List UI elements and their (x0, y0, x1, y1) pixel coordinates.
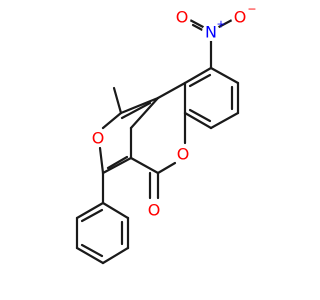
bond-cf3-to-cring-inner (106, 155, 129, 170)
bond-cf1-to-furan-o (101, 111, 123, 130)
bond-nitro-n-o-left-1 (188, 18, 207, 30)
bond-benz-c6-c1 (183, 66, 213, 85)
lactone-o-label: O (177, 145, 190, 164)
molecule-diagram: N + O O − O O O (75, 3, 257, 265)
bond-ca-to-cf1 (119, 96, 160, 115)
bond-c6-to-ca (156, 81, 187, 100)
bonds (75, 18, 240, 265)
bond-ph-1-2 (101, 201, 130, 220)
bond-lactone-o-to-carbonyl-c (156, 161, 177, 175)
carbonyl-o-label: O (148, 201, 161, 220)
nitro-o-left-label: O (176, 8, 189, 27)
bond-nitro-n-o-right (215, 18, 234, 30)
bond-carbonyl-c-to-cb (129, 156, 160, 175)
nitro-o-right-charge: − (247, 3, 256, 16)
bond-furan-o-to-cf3 (98, 146, 105, 175)
bond-ca-to-cb (129, 96, 160, 130)
bond-methyl (112, 86, 123, 115)
bond-benz-c6-c1-inner (188, 73, 212, 88)
furan-o-label: O (92, 129, 105, 148)
bond-ph-4-5-inner (80, 243, 104, 258)
bond-benz-c1-c2 (209, 66, 240, 85)
bond-benz-c4-c5-inner (188, 108, 212, 123)
bond-ph-6-1 (75, 201, 105, 220)
bond-ph-6-1-inner (80, 208, 104, 223)
bond-ph-3-4 (101, 246, 130, 265)
bond-cf3-to-cring (101, 156, 133, 175)
nitro-n-label: N (205, 23, 217, 42)
nitro-n-charge: + (216, 18, 225, 31)
bond-ca-cb-inner (120, 101, 152, 120)
nitro-o-right-label: O (234, 8, 247, 27)
molecule-structure-canvas: N + O O − O O O (75, 2, 257, 265)
bond-benz-c4-c5 (183, 111, 213, 130)
atom-labels: N + O O − O O O (89, 3, 257, 220)
bond-benz-c3-c4 (209, 111, 240, 130)
bond-ph-4-5 (75, 246, 105, 265)
